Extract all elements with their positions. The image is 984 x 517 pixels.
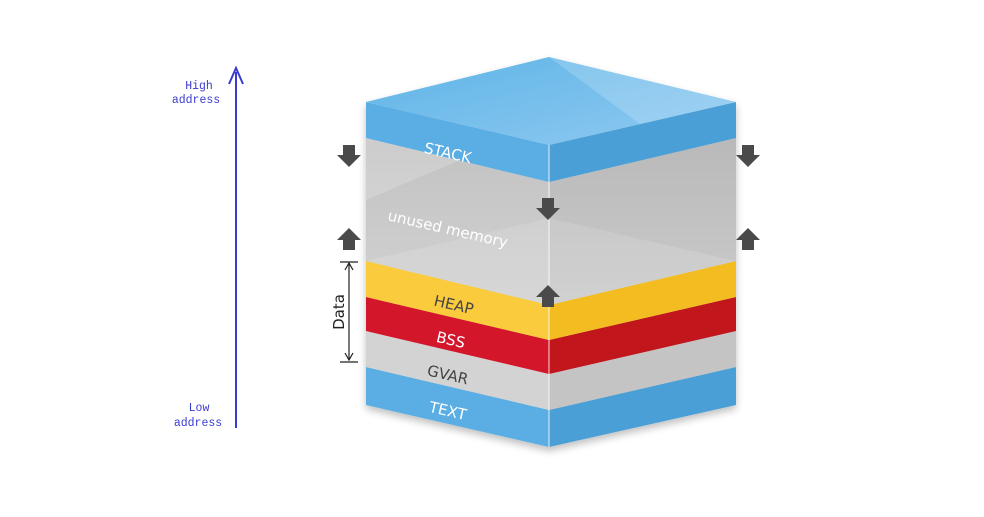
address-axis-arrowhead-icon	[228, 65, 244, 85]
heap-segment-left-face	[366, 261, 549, 340]
heap-segment-right-face	[549, 261, 736, 340]
data-bracket-top-arrowhead-icon	[344, 261, 354, 271]
memory-block	[366, 57, 736, 447]
data-bracket-bottom-arrowhead-icon	[344, 352, 354, 362]
text-segment-left-face	[366, 367, 549, 447]
gvar-segment-right-face	[549, 331, 736, 410]
stack-segment-right-face	[549, 102, 736, 182]
down-arrow-icon	[736, 145, 760, 167]
up-arrow-icon	[536, 285, 560, 307]
growth-arrows	[337, 145, 760, 307]
high-address-label-line1: High	[185, 80, 213, 93]
up-arrow-icon	[736, 228, 760, 250]
unused-memory-inner-plane	[366, 218, 736, 305]
unused-memory-highlight	[366, 138, 460, 200]
down-arrow-icon	[536, 198, 560, 220]
stack-segment-left-face	[366, 102, 549, 182]
high-address-label-line2: address	[172, 94, 220, 107]
low-address-label-line1: Low	[189, 402, 210, 415]
data-label: Data	[330, 294, 348, 330]
low-address-label-line2: address	[174, 417, 222, 430]
address-axis: High address Low address	[172, 65, 244, 430]
data-bracket	[340, 261, 358, 363]
bss-segment-left-face	[366, 297, 549, 374]
bss-segment-right-face	[549, 297, 736, 374]
gvar-segment-left-face	[366, 331, 549, 410]
text-segment-right-face	[549, 367, 736, 447]
down-arrow-icon	[337, 145, 361, 167]
block-top-face-shine	[549, 57, 736, 124]
up-arrow-icon	[337, 228, 361, 250]
